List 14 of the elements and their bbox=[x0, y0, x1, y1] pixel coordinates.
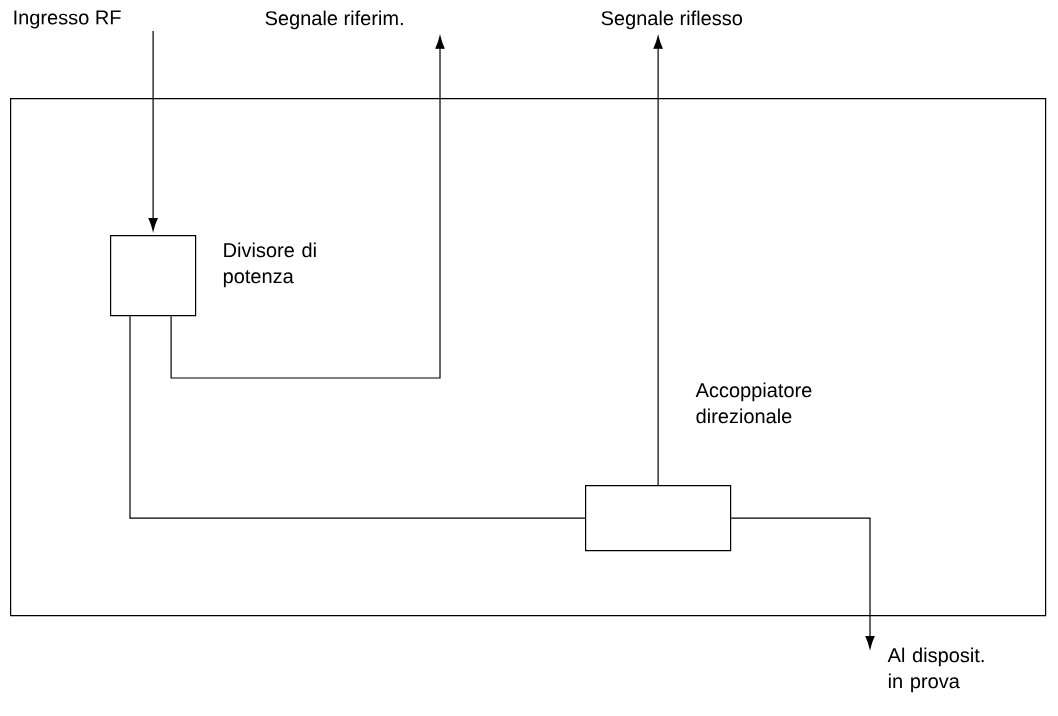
signal-label: Segnale riflesso bbox=[601, 10, 743, 30]
arrow bbox=[653, 36, 663, 486]
signal-label: Segnale riferim. bbox=[265, 10, 403, 30]
connector-line bbox=[129, 315, 586, 519]
component-label: Divisore di potenza bbox=[223, 242, 316, 288]
arrow bbox=[170, 36, 445, 379]
component-box bbox=[585, 485, 732, 552]
component-label: Accoppiatore direzionale bbox=[695, 382, 812, 424]
arrow bbox=[148, 30, 158, 231]
signal-label: Al disposit. in prova bbox=[887, 647, 984, 693]
arrow bbox=[730, 517, 875, 649]
signal-label: Ingresso RF bbox=[14, 10, 121, 29]
component-box bbox=[110, 235, 197, 317]
device-frame bbox=[10, 98, 1047, 617]
